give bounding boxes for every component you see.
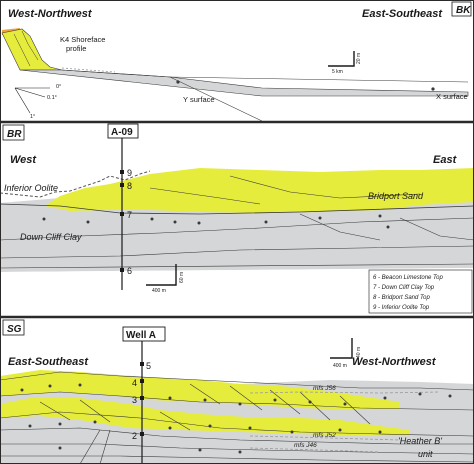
panel-bk-background (1, 0, 473, 119)
br-clay-clinoform-1 (299, 213, 381, 241)
br-legend-box (368, 269, 473, 314)
bk-wedge-line-2 (21, 30, 39, 61)
sg-yellow-upper (0, 370, 400, 410)
sg-marker-2-square (140, 432, 144, 436)
br-inferior-oolite-label: Inferior Oolite (4, 183, 58, 193)
br-sand-clinoform-2 (149, 187, 261, 205)
br-scale-v: 60 m (179, 272, 185, 283)
br-scale-bar (146, 264, 177, 286)
sg-stratal-lines (0, 371, 474, 464)
bk-tag: BK (456, 5, 471, 16)
br-internal-line-2 (0, 245, 474, 259)
br-left-title: West (10, 154, 37, 166)
sg-marker-5: 5 (146, 361, 151, 371)
br-legend-6: 6 - Beacon Limestone Top (373, 275, 443, 281)
bk-shoreface-label-1: K4 Shoreface (60, 35, 105, 44)
sg-mfs-j46: mfs J46 (294, 442, 317, 449)
bk-angle-0: 0° (56, 84, 61, 90)
bk-angle-line-01 (14, 87, 46, 98)
sg-marker-3: 3 (132, 395, 137, 405)
br-surface-6 (0, 263, 474, 269)
sg-scale-bar (330, 338, 353, 359)
br-bridport-sand-label: Bridport Sand (368, 191, 424, 201)
bk-x-surface-line (169, 76, 469, 83)
bk-angle-1: 1° (30, 114, 35, 120)
bk-angle-01: 0.1° (47, 95, 57, 101)
br-internal-line-1 (0, 217, 474, 241)
sg-left-title: East-Southeast (8, 356, 89, 368)
sg-tag: SG (7, 324, 22, 335)
sg-marker-2: 2 (132, 431, 137, 441)
bk-right-title: East-Southeast (362, 8, 443, 20)
br-well-label-box (107, 123, 139, 139)
br-well-label: A-09 (111, 127, 133, 138)
bk-dashed-top (61, 67, 116, 73)
panel-sg: SG East-Southeast West-Northwest (0, 319, 474, 464)
br-marker-8: 8 (127, 181, 132, 191)
sg-marker-4-square (140, 379, 144, 383)
sg-marker-4: 4 (132, 378, 137, 388)
bk-x-surface-label: X surface (436, 92, 468, 101)
br-legend-7: 7 - Down Cliff Clay Top (373, 285, 435, 291)
br-scale-h: 400 m (152, 288, 166, 294)
sg-heather-label-2: unit (418, 449, 433, 459)
bk-y-surface-point (176, 80, 180, 84)
sg-marker-5-square (140, 362, 144, 366)
br-clay-clinoform-2 (399, 217, 474, 241)
br-tag: BR (7, 129, 22, 140)
br-surface-7 (0, 203, 474, 215)
br-marker-7-square (120, 212, 124, 216)
br-marker-6-square (120, 268, 124, 272)
sg-right-title: West-Northwest (352, 356, 437, 368)
bk-x-surface-point (431, 87, 435, 91)
br-legend-8: 8 - Bridport Sand Top (373, 295, 430, 301)
br-marker-9-square (120, 170, 124, 174)
bk-shoreface-label-2: profile (66, 44, 86, 53)
br-bridport-sand-body (45, 168, 474, 213)
br-marker-8-square (120, 183, 124, 187)
sg-marker-3-square (140, 396, 144, 400)
sg-well-label: Well A (126, 330, 156, 341)
br-marker-6: 6 (127, 266, 132, 276)
sg-tag-box (2, 319, 25, 336)
br-datapoints (42, 214, 390, 229)
sg-mfs-j52: mfs J52 (313, 432, 336, 439)
bk-scale-h: 5 km (332, 69, 343, 75)
bk-tag-box (451, 1, 472, 17)
br-sand-clinoform-1 (229, 175, 421, 199)
sg-scale-v: 40 m (356, 347, 362, 358)
panel-bk: West-Northwest East-Southeast BK K4 Shor… (1, 0, 473, 122)
br-tag-box (2, 124, 25, 141)
sg-mfs-j52-line (249, 435, 401, 441)
bk-scale-v: 20 m (356, 53, 362, 64)
bk-y-surface-label: Y surface (183, 95, 215, 104)
br-marker-9: 9 (127, 168, 132, 178)
bk-left-title: West-Northwest (8, 8, 93, 20)
sg-mfs-j56-line (249, 391, 441, 394)
sg-datapoints (20, 383, 452, 454)
sg-mfs-j56: mfs J56 (313, 385, 336, 392)
br-legend-9: 9 - Inferior Oolite Top (373, 305, 430, 311)
br-right-title: East (433, 154, 458, 166)
panel-br: BR West East A-09 9 (0, 123, 474, 314)
br-inferior-oolite-dashed (0, 170, 151, 198)
br-base (0, 268, 474, 292)
sg-scale-h: 400 m (333, 363, 347, 369)
bk-angle-line-1 (14, 87, 31, 114)
sg-heather-label-1: 'Heather B' (398, 436, 442, 446)
bk-wedge-line-1 (13, 33, 31, 67)
br-down-cliff-clay-label: Down Cliff Clay (20, 232, 82, 242)
sg-well-label-box (122, 326, 166, 342)
sg-mfs-j46-line (249, 447, 381, 453)
sg-yellow-lower (0, 398, 410, 436)
bk-scale-bar (328, 51, 355, 67)
br-marker-7: 7 (127, 210, 132, 220)
